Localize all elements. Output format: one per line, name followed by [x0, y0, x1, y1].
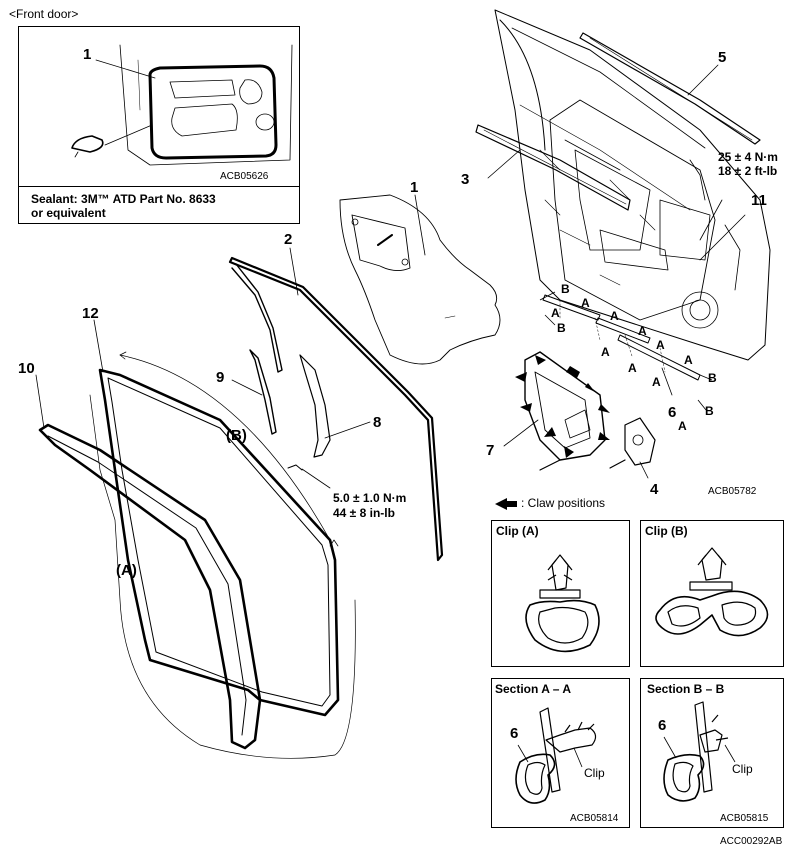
section-b-marker-3: B	[708, 371, 717, 385]
inset-sealant-divider	[18, 186, 300, 187]
section-a-callout-6: 6	[510, 725, 519, 742]
dimension-lines	[89, 351, 356, 759]
part-4	[609, 417, 656, 479]
clip-a-title: Clip (A)	[496, 524, 539, 538]
section-b-code: ACB05815	[720, 813, 769, 824]
weatherstrip-10	[35, 374, 262, 750]
footer-code: ACC00292AB	[720, 836, 783, 847]
section-a-marker-4: A	[638, 324, 647, 338]
clip-a-box	[491, 520, 630, 667]
section-a-marker-1: A	[581, 296, 590, 310]
marker-b-label: (B)	[226, 427, 247, 444]
section-a-marker-5: A	[601, 345, 610, 359]
section-b-marker-4: B	[705, 404, 714, 418]
torque-lower-metric: 5.0 ± 1.0 N·m	[333, 491, 407, 505]
sealant-line-2: or equivalent	[31, 206, 106, 220]
section-b-box	[640, 678, 784, 828]
section-b-callout-6: 6	[658, 717, 667, 734]
glass-run-2	[228, 247, 444, 562]
belt-molding-5	[579, 32, 761, 145]
callout-6: 6	[668, 404, 677, 421]
callout-7: 7	[486, 442, 495, 459]
part-7	[503, 351, 606, 471]
callout-4: 4	[650, 481, 659, 498]
parts-8-9	[231, 349, 371, 489]
section-a-marker-2: A	[551, 306, 560, 320]
torque-upper-imperial: 18 ± 2 ft-lb	[718, 164, 778, 178]
inset-illustration	[71, 44, 293, 166]
claw-positions-legend: : Claw positions	[521, 496, 606, 510]
section-a-marker-3: A	[610, 309, 619, 323]
sealant-line-1: Sealant: 3M™ ATD Part No. 8633	[31, 192, 216, 206]
marker-a-label: (A)	[116, 562, 137, 579]
front-door-heading: <Front door>	[9, 7, 79, 21]
callout-5: 5	[718, 49, 727, 66]
inner-belt-weatherstrip-3	[475, 124, 631, 211]
section-a-title: Section A – A	[495, 682, 572, 696]
callout-12: 12	[82, 305, 99, 322]
callout-11: 11	[751, 192, 767, 209]
section-a-marker-8: A	[684, 353, 693, 367]
section-b-marker-2: B	[557, 321, 566, 335]
section-b-clip-label: Clip	[732, 762, 753, 776]
sealing-cover-1	[339, 194, 501, 365]
section-a-marker-10: A	[678, 419, 687, 433]
section-a-marker-7: A	[628, 361, 637, 375]
section-a-marker-9: A	[652, 375, 661, 389]
clip-b-box	[640, 520, 784, 667]
section-a-box	[491, 678, 630, 828]
callout-2: 2	[284, 231, 293, 248]
door-panel-illustration	[494, 9, 771, 361]
torque-upper-metric: 25 ± 4 N·m	[718, 150, 778, 164]
inset-callout-1: 1	[83, 46, 92, 63]
section-a-code: ACB05814	[570, 813, 619, 824]
callout-9: 9	[216, 369, 225, 386]
claw-arrows	[495, 355, 610, 510]
section-a-marker-6: A	[656, 338, 665, 352]
section-b-title: Section B – B	[647, 682, 725, 696]
callout-1: 1	[410, 179, 419, 196]
section-a-clip-label: Clip	[584, 766, 605, 780]
main-diagram-code: ACB05782	[708, 486, 757, 497]
torque-lower-imperial: 44 ± 8 in-lb	[333, 506, 395, 520]
inset-code: ACB05626	[220, 171, 269, 182]
front-door-inset	[18, 26, 300, 224]
section-b-marker-1: B	[561, 282, 570, 296]
clip-b-title: Clip (B)	[645, 524, 688, 538]
callout-8: 8	[373, 414, 382, 431]
callout-10: 10	[18, 360, 35, 377]
callout-3: 3	[461, 171, 470, 188]
